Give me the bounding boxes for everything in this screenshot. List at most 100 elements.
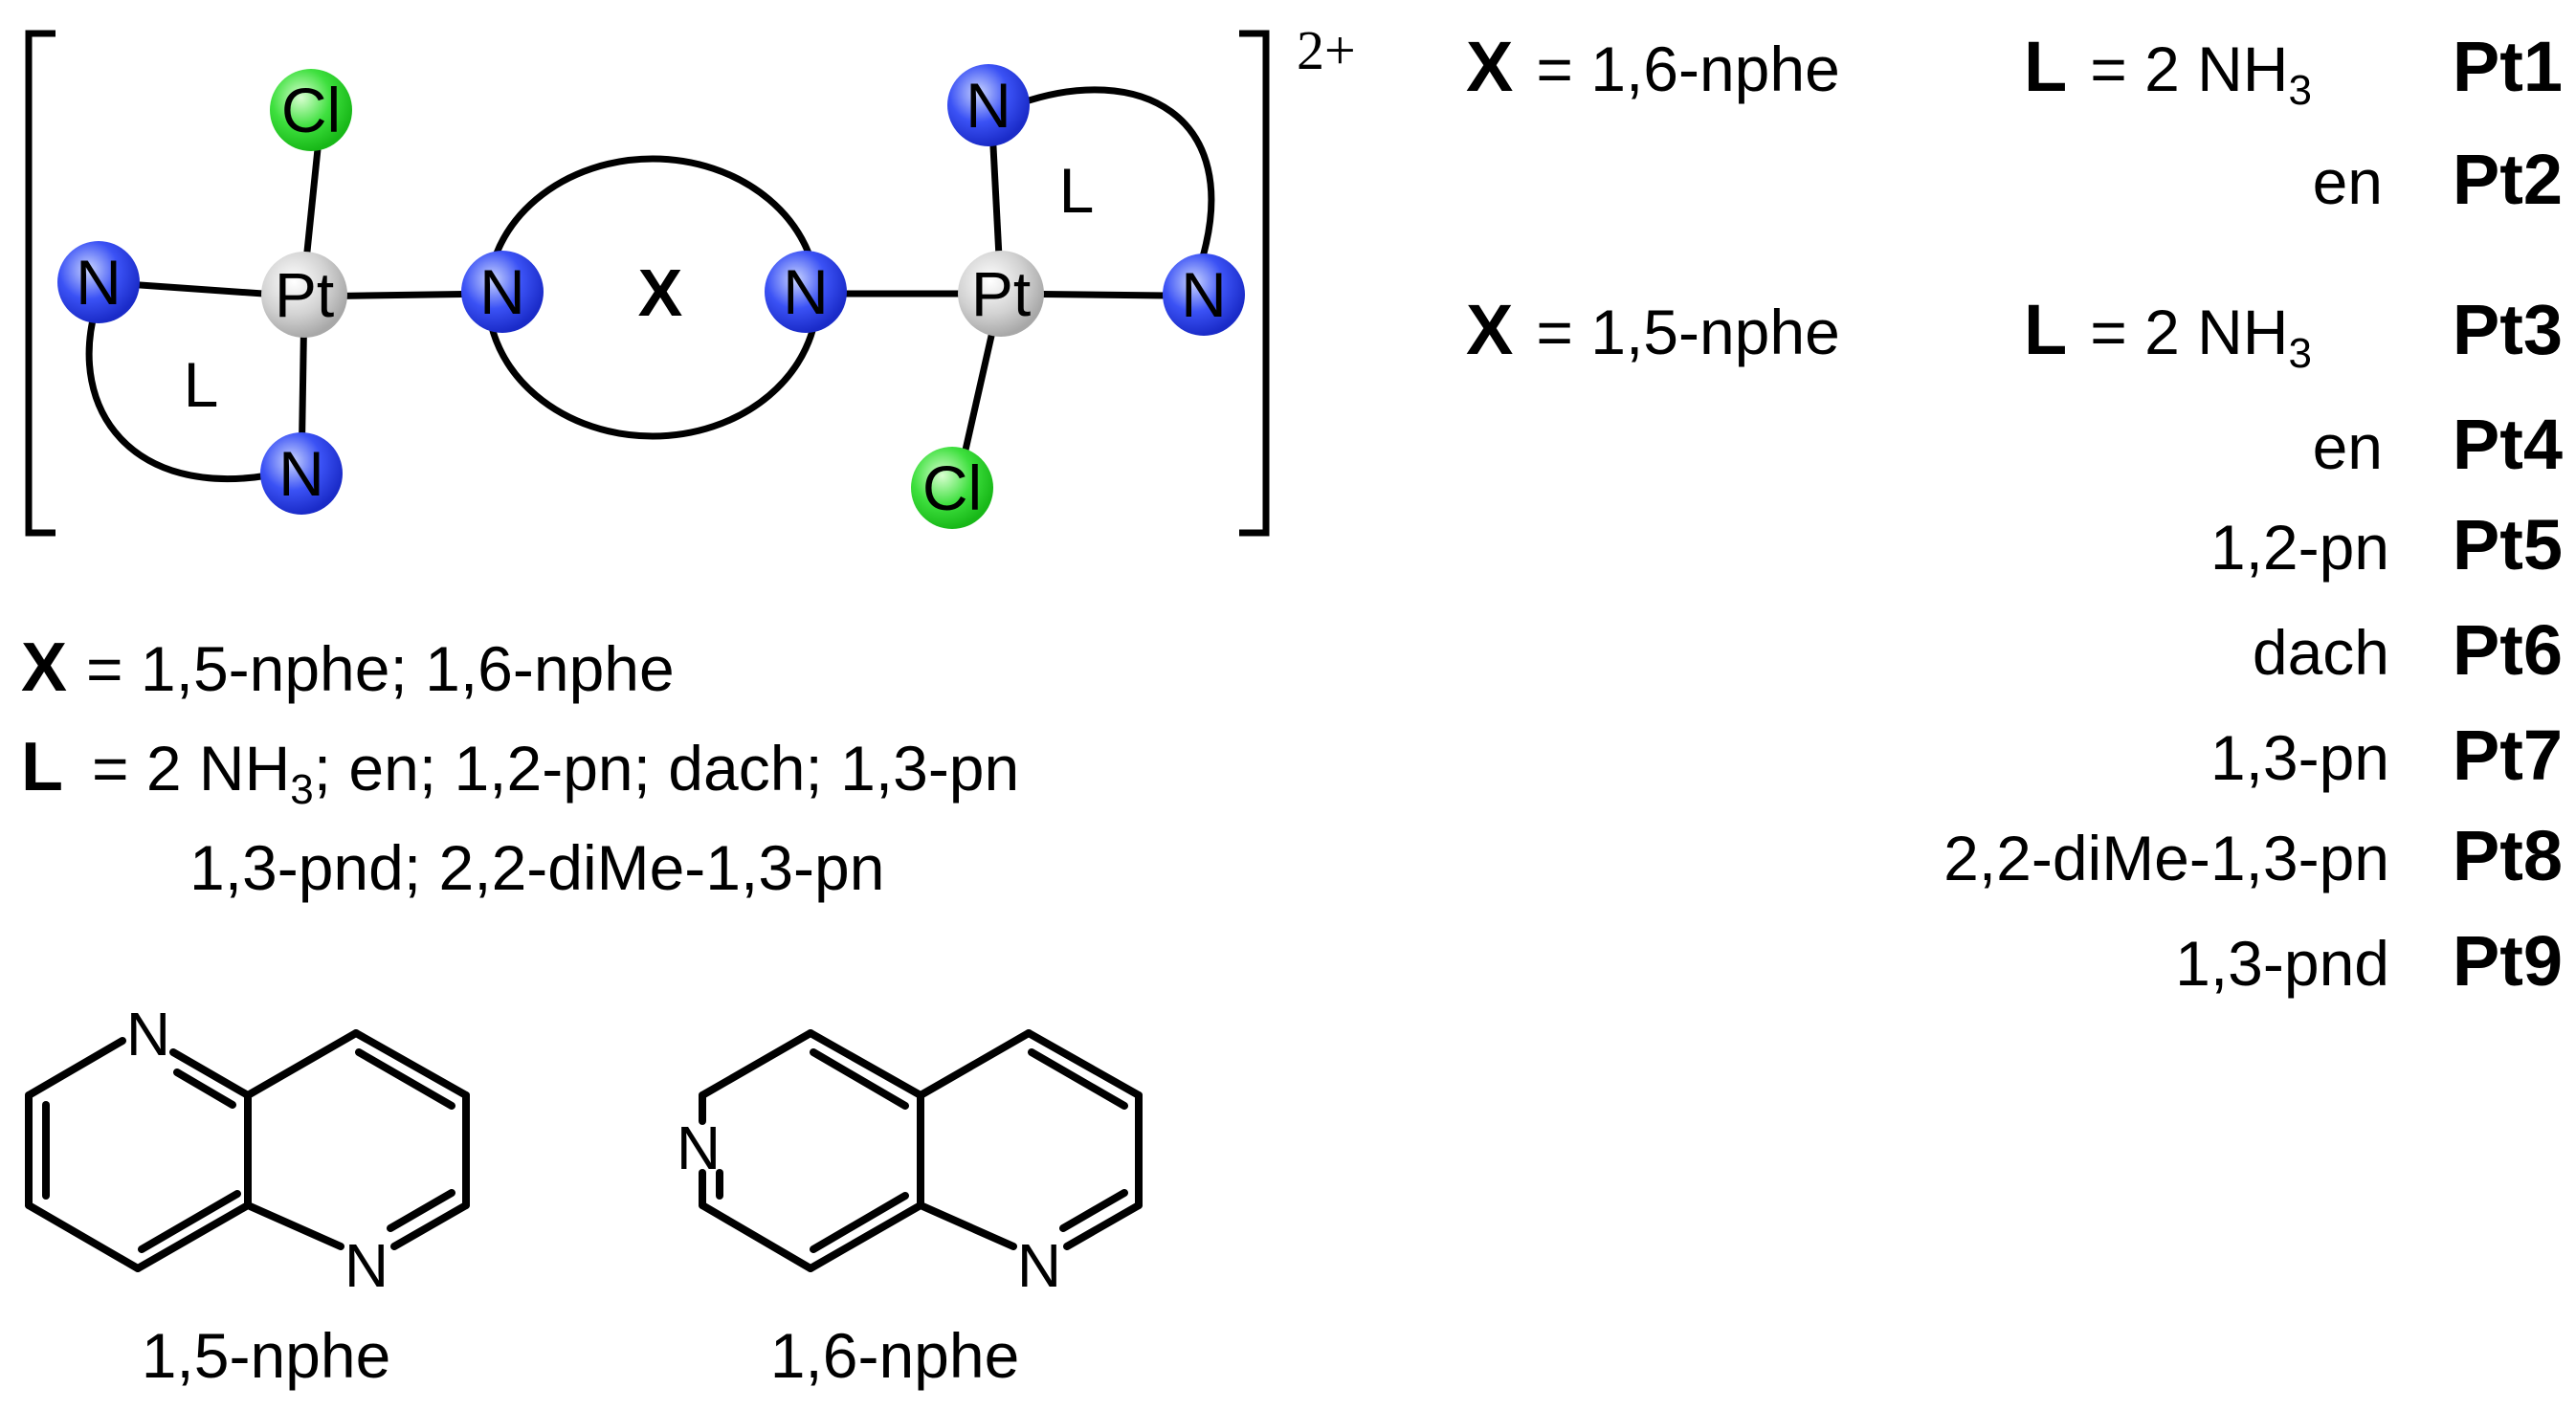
- ligand-l-label-right: L: [1059, 155, 1095, 226]
- structure-name-16-nphe: 1,6-nphe: [770, 1320, 1020, 1391]
- pt-atom-right: [958, 251, 1044, 337]
- def-x-text: = 1,5-nphe; 1,6-nphe: [86, 633, 675, 704]
- n-label-15-bottom: N: [344, 1231, 389, 1300]
- pt-label-left: Pt: [275, 259, 334, 330]
- g1-x-line: X = 1,6-nphe: [1466, 27, 1840, 106]
- compound-pt4: Pt4: [2453, 405, 2563, 484]
- def-l-line-2: 1,3-pnd; 2,2-diMe-1,3-pn: [189, 832, 884, 903]
- def-l-text-b: ; en; 1,2-pn; dach; 1,3-pn: [314, 733, 1020, 804]
- g2-l-text: = 2 NH: [2090, 297, 2288, 367]
- labels-16: N N: [677, 1113, 1061, 1300]
- bond-15-f: [169, 1048, 252, 1099]
- bond-15-h: [352, 1029, 470, 1099]
- def-l-symbol: L: [21, 729, 63, 805]
- cl-label-right: Cl: [922, 452, 982, 523]
- bond-15-h2: [355, 1048, 455, 1110]
- bond-16-i: [1025, 1029, 1143, 1099]
- g1-l-symbol: L: [2024, 27, 2067, 106]
- atom-labels: Cl N Pt N N N Pt N N Cl: [76, 70, 1227, 523]
- cl-atom-left: [270, 69, 352, 151]
- row-ligand-en-2: en: [2313, 411, 2383, 482]
- compound-pt7: Pt7: [2453, 716, 2563, 795]
- bond-16-l: [917, 1201, 1017, 1250]
- n-label-16-left: N: [677, 1113, 721, 1182]
- n-label-bridge-right: N: [783, 256, 829, 327]
- bond-16-e: [699, 1201, 814, 1272]
- g1-x-symbol: X: [1466, 27, 1513, 106]
- structure-15-nphe: N N 1,5-nphe: [25, 1000, 470, 1391]
- linker-x-label: X: [638, 255, 683, 330]
- n-atom-bottom-left: [260, 432, 343, 515]
- n-label-top-right: N: [966, 70, 1011, 141]
- ligand-l-label-left: L: [184, 349, 219, 420]
- n-atom-bridge-right: [765, 251, 847, 333]
- bond-16-i2: [1028, 1048, 1128, 1110]
- def-x-symbol: X: [21, 629, 67, 706]
- row-ligand-12pn: 1,2-pn: [2210, 512, 2389, 583]
- bond-15-k: [244, 1201, 344, 1250]
- row-ligand-dach: dach: [2253, 617, 2389, 688]
- bond-16-b: [807, 1029, 924, 1099]
- n-label-15-top: N: [126, 1000, 170, 1069]
- bond-16-d: [807, 1201, 924, 1272]
- def-l-sub: 3: [290, 766, 313, 813]
- g2-x-text: = 1,5-nphe: [1536, 297, 1839, 367]
- structure-16-nphe: N N 1,6-nphe: [677, 1029, 1143, 1391]
- compound-table: X= 1,6-nphe L= 2 NH3 Pt1 en Pt2 X= 1,5-n…: [1466, 27, 2563, 1001]
- compound-pt9: Pt9: [2453, 921, 2563, 1001]
- bond-16-k: [1063, 1201, 1143, 1250]
- right-bracket: [1239, 30, 1270, 537]
- n-atom-bridge-left: [461, 251, 544, 333]
- g2-l-symbol: L: [2024, 290, 2067, 369]
- pt-label-right: Pt: [971, 258, 1031, 329]
- compound-pt2: Pt2: [2453, 140, 2563, 219]
- pt-atom-left: [261, 252, 347, 338]
- structure-name-15-nphe: 1,5-nphe: [142, 1320, 391, 1391]
- n-label-bottom-left: N: [278, 438, 324, 509]
- bond-16-h: [917, 1029, 1033, 1099]
- charge-label: 2+: [1297, 19, 1356, 81]
- chelate-arc-left: [85, 307, 269, 483]
- g2-x-symbol: X: [1466, 290, 1513, 369]
- bond-15-d: [134, 1201, 252, 1272]
- def-x-line: X = 1,5-nphe; 1,6-nphe: [21, 629, 675, 706]
- g1-x-text: = 1,6-nphe: [1536, 33, 1839, 104]
- g1-l-text: = 2 NH: [2090, 33, 2288, 104]
- bond-16-a: [699, 1029, 814, 1099]
- row-ligand-en-1: en: [2313, 146, 2383, 217]
- bond-16-b2: [810, 1048, 909, 1110]
- g1-l-sub: 3: [2288, 67, 2311, 114]
- compound-pt6: Pt6: [2453, 610, 2563, 690]
- bond-16-k2: [1059, 1189, 1128, 1232]
- left-bracket: [25, 30, 56, 537]
- n-label-left: N: [76, 247, 122, 318]
- compound-pt8: Pt8: [2453, 816, 2563, 895]
- row-ligand-13pn: 1,3-pn: [2210, 722, 2389, 793]
- compound-pt1: Pt1: [2453, 27, 2563, 106]
- row-ligand-22dime13pn: 2,2-diMe-1,3-pn: [1943, 823, 2389, 893]
- bond-16-d2: [810, 1192, 909, 1253]
- compound-pt3: Pt3: [2453, 290, 2563, 369]
- atoms: [57, 64, 1245, 529]
- bond-15-a: [25, 1037, 126, 1099]
- bond-15-d2: [138, 1190, 241, 1253]
- labels-15: N N: [126, 1000, 389, 1300]
- row-ligand-13pnd: 1,3-pnd: [2175, 928, 2389, 999]
- n-atom-left: [57, 241, 140, 323]
- bond-15-j: [390, 1201, 470, 1250]
- n-label-right: N: [1181, 259, 1227, 330]
- definitions: X = 1,5-nphe; 1,6-nphe L = 2 NH3; en; 1,2-…: [21, 629, 1019, 903]
- cl-label-left: Cl: [281, 75, 341, 145]
- bond-15-f2: [173, 1069, 236, 1109]
- cl-atom-right: [911, 447, 993, 529]
- g2-l-sub: 3: [2288, 330, 2311, 377]
- chelate-arc-right: [1018, 86, 1215, 261]
- n-label-16-bottom: N: [1017, 1231, 1061, 1300]
- g2-x-line: X = 1,5-nphe: [1466, 290, 1840, 369]
- compound-pt5: Pt5: [2453, 505, 2563, 584]
- def-l-line: L = 2 NH3; en; 1,2-pn; dach; 1,3-pn: [21, 729, 1019, 813]
- g1-l-line: L = 2 NH3: [2024, 27, 2312, 114]
- def-l-text-a: = 2 NH: [92, 733, 290, 804]
